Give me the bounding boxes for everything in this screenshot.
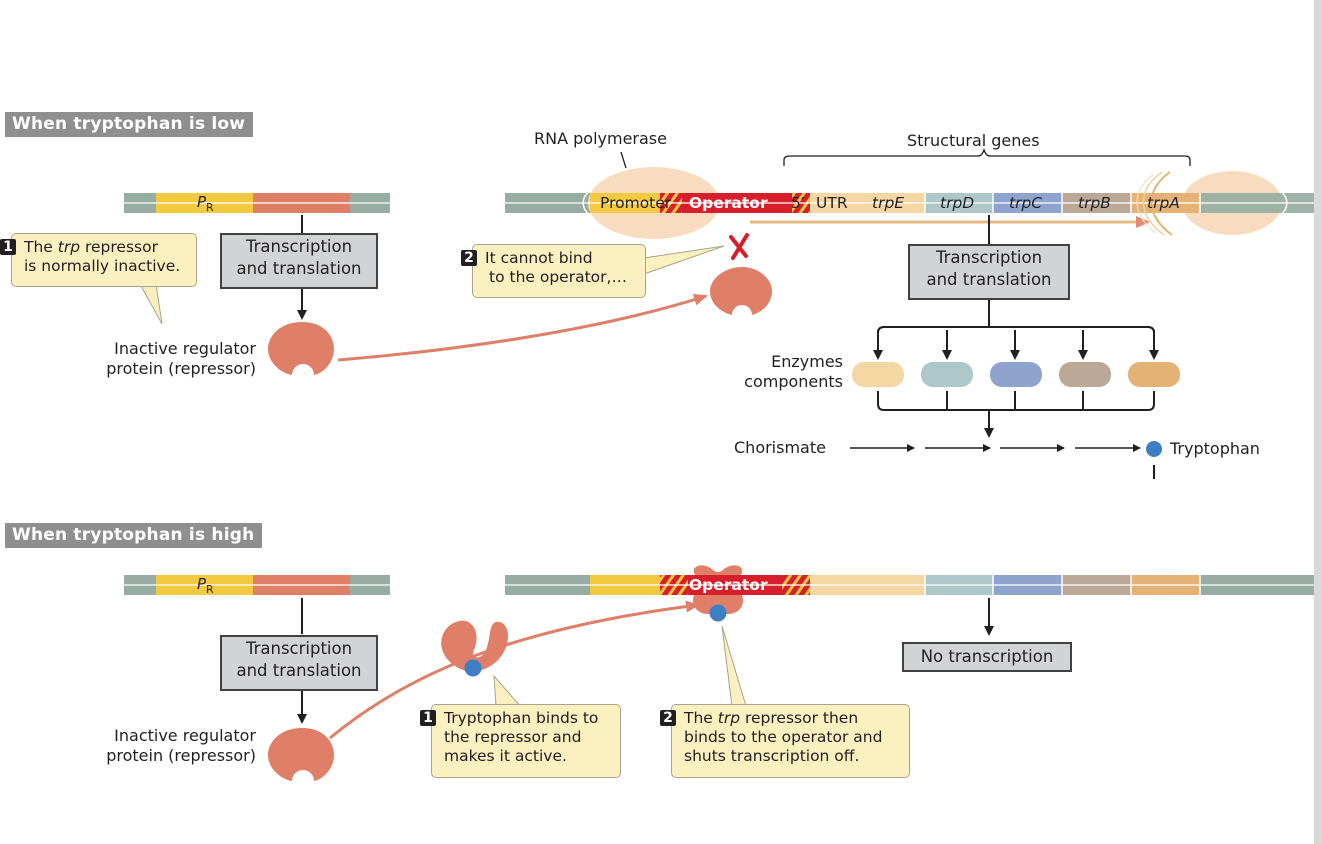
tryptophan-bound	[709, 604, 727, 622]
operon-low	[505, 167, 1314, 239]
inactive-repressor-blocked	[710, 267, 772, 315]
tryptophan-molecule	[1146, 441, 1162, 457]
chorismate-label: Chorismate	[734, 438, 826, 457]
callout-cannot-bind: 2 It cannot bind to the operator,…	[461, 244, 646, 298]
section-title-high: When tryptophan is high	[5, 523, 263, 548]
promoter-r-label-high: PR	[197, 575, 214, 596]
transcription-translation-box-high: Transcription and translation	[220, 635, 378, 691]
inactive-repressor-high	[268, 728, 334, 781]
enzyme-trpE	[852, 362, 904, 387]
enzymes-components-label: Enzymes components	[744, 352, 843, 391]
regulator-gene-low	[124, 193, 390, 213]
operon-high	[505, 565, 1314, 595]
operator-label-high: Operator	[689, 576, 768, 594]
operator-label: Operator	[689, 194, 768, 212]
enzyme-components	[852, 362, 1180, 387]
callout-tryptophan-binds: 1 Tryptophan binds to the repressor and …	[420, 704, 621, 778]
gene-trpD-label: trpD	[940, 194, 975, 212]
rna-polymerase-label: RNA polymerase	[534, 129, 667, 148]
enzyme-trpA	[1128, 362, 1180, 387]
structural-genes-label: Structural genes	[907, 131, 1040, 150]
enzyme-trpC	[990, 362, 1042, 387]
section-title-low: When tryptophan is low	[5, 112, 254, 137]
enzyme-trpB	[1059, 362, 1111, 387]
utr-prime-label: 5′	[791, 194, 805, 212]
cannot-bind-x-icon	[729, 233, 749, 260]
utr-label: UTR	[816, 194, 848, 212]
promoter-label: Promoter	[600, 194, 672, 212]
tryptophan-label: Tryptophan	[1170, 439, 1260, 458]
gene-trpA-label: trpA	[1147, 194, 1180, 212]
gene-trpE-label: trpE	[872, 194, 905, 212]
promoter-r-label-low: PR	[197, 193, 214, 214]
callout-repressor-binds-operator: 2 The trp repressor then binds to the op…	[660, 704, 910, 778]
inactive-repressor-low	[268, 322, 334, 375]
enzyme-trpD	[921, 362, 973, 387]
no-transcription-box: No transcription	[902, 642, 1072, 672]
active-repressor-with-tryptophan	[441, 620, 509, 677]
inactive-regulator-label-low: Inactive regulator protein (repressor)	[106, 339, 256, 378]
callout-repressor-inactive: 1 The trp repressor is normally inactive…	[0, 233, 197, 287]
inactive-regulator-label-high: Inactive regulator protein (repressor)	[106, 726, 256, 765]
regulator-gene-high	[124, 575, 390, 595]
gene-trpB-label: trpB	[1078, 194, 1111, 212]
transcription-translation-box-operon: Transcription and translation	[908, 244, 1070, 300]
transcription-translation-box-low: Transcription and translation	[220, 233, 378, 289]
gene-trpC-label: trpC	[1009, 194, 1043, 212]
vertical-scrollbar[interactable]	[1314, 0, 1322, 844]
